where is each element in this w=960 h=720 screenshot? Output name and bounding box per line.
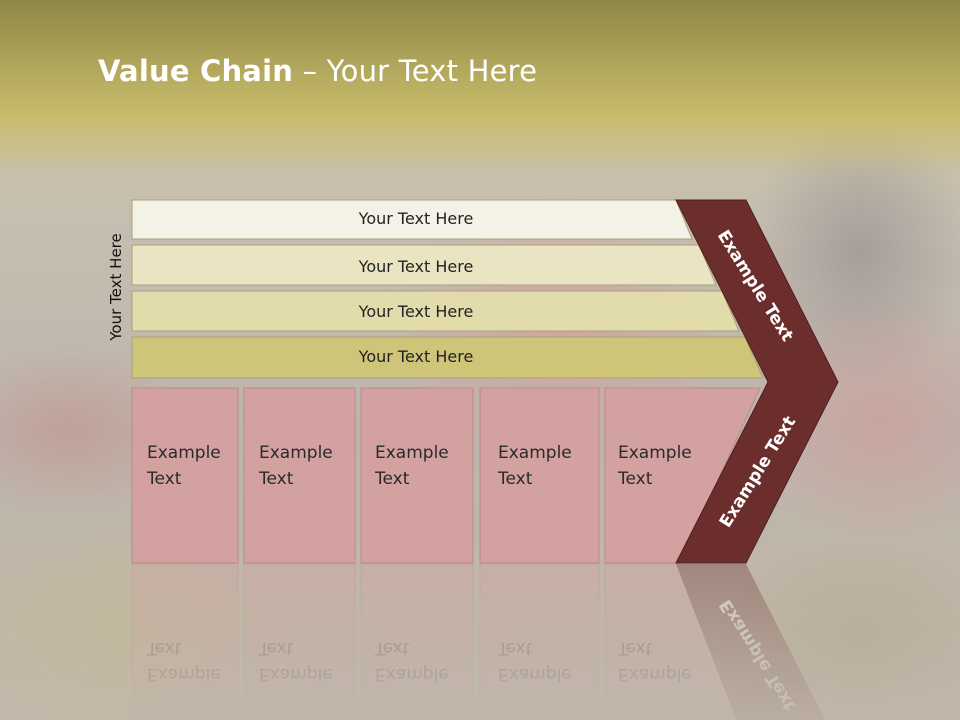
- reflection-fade: [0, 563, 960, 720]
- activity-box-5-line1: Example: [618, 443, 692, 463]
- activity-box-2-line2: Text: [259, 469, 294, 489]
- band-4[interactable]: [131, 336, 764, 379]
- activity-box-4[interactable]: [479, 387, 600, 564]
- band-3[interactable]: [131, 290, 740, 332]
- band-2-label: Your Text Here: [358, 257, 474, 276]
- band-1-label: Your Text Here: [358, 209, 474, 228]
- title-strong: Value Chain: [98, 54, 294, 88]
- activity-box-3[interactable]: [360, 387, 474, 564]
- header-band: [0, 0, 960, 175]
- activity-box-1[interactable]: [131, 387, 239, 564]
- activity-box-2-line1: Example: [259, 443, 333, 463]
- activity-box-5-line2: Text: [618, 469, 653, 489]
- band-1[interactable]: [131, 199, 693, 240]
- activity-box-2[interactable]: [243, 387, 356, 564]
- activity-box-4-line2: Text: [498, 469, 533, 489]
- activity-box-1-line1: Example: [147, 443, 221, 463]
- band-4-label: Your Text Here: [358, 347, 474, 366]
- activity-box-3-line1: Example: [375, 443, 449, 463]
- activity-box-1-line2: Text: [147, 469, 182, 489]
- band-3-label: Your Text Here: [358, 302, 474, 321]
- band-2[interactable]: [131, 244, 717, 286]
- title-rest: – Your Text Here: [293, 54, 538, 88]
- activity-box-3-line2: Text: [375, 469, 410, 489]
- activity-box-4-line1: Example: [498, 443, 572, 463]
- slide-title: Value Chain – Your Text Here: [98, 54, 537, 94]
